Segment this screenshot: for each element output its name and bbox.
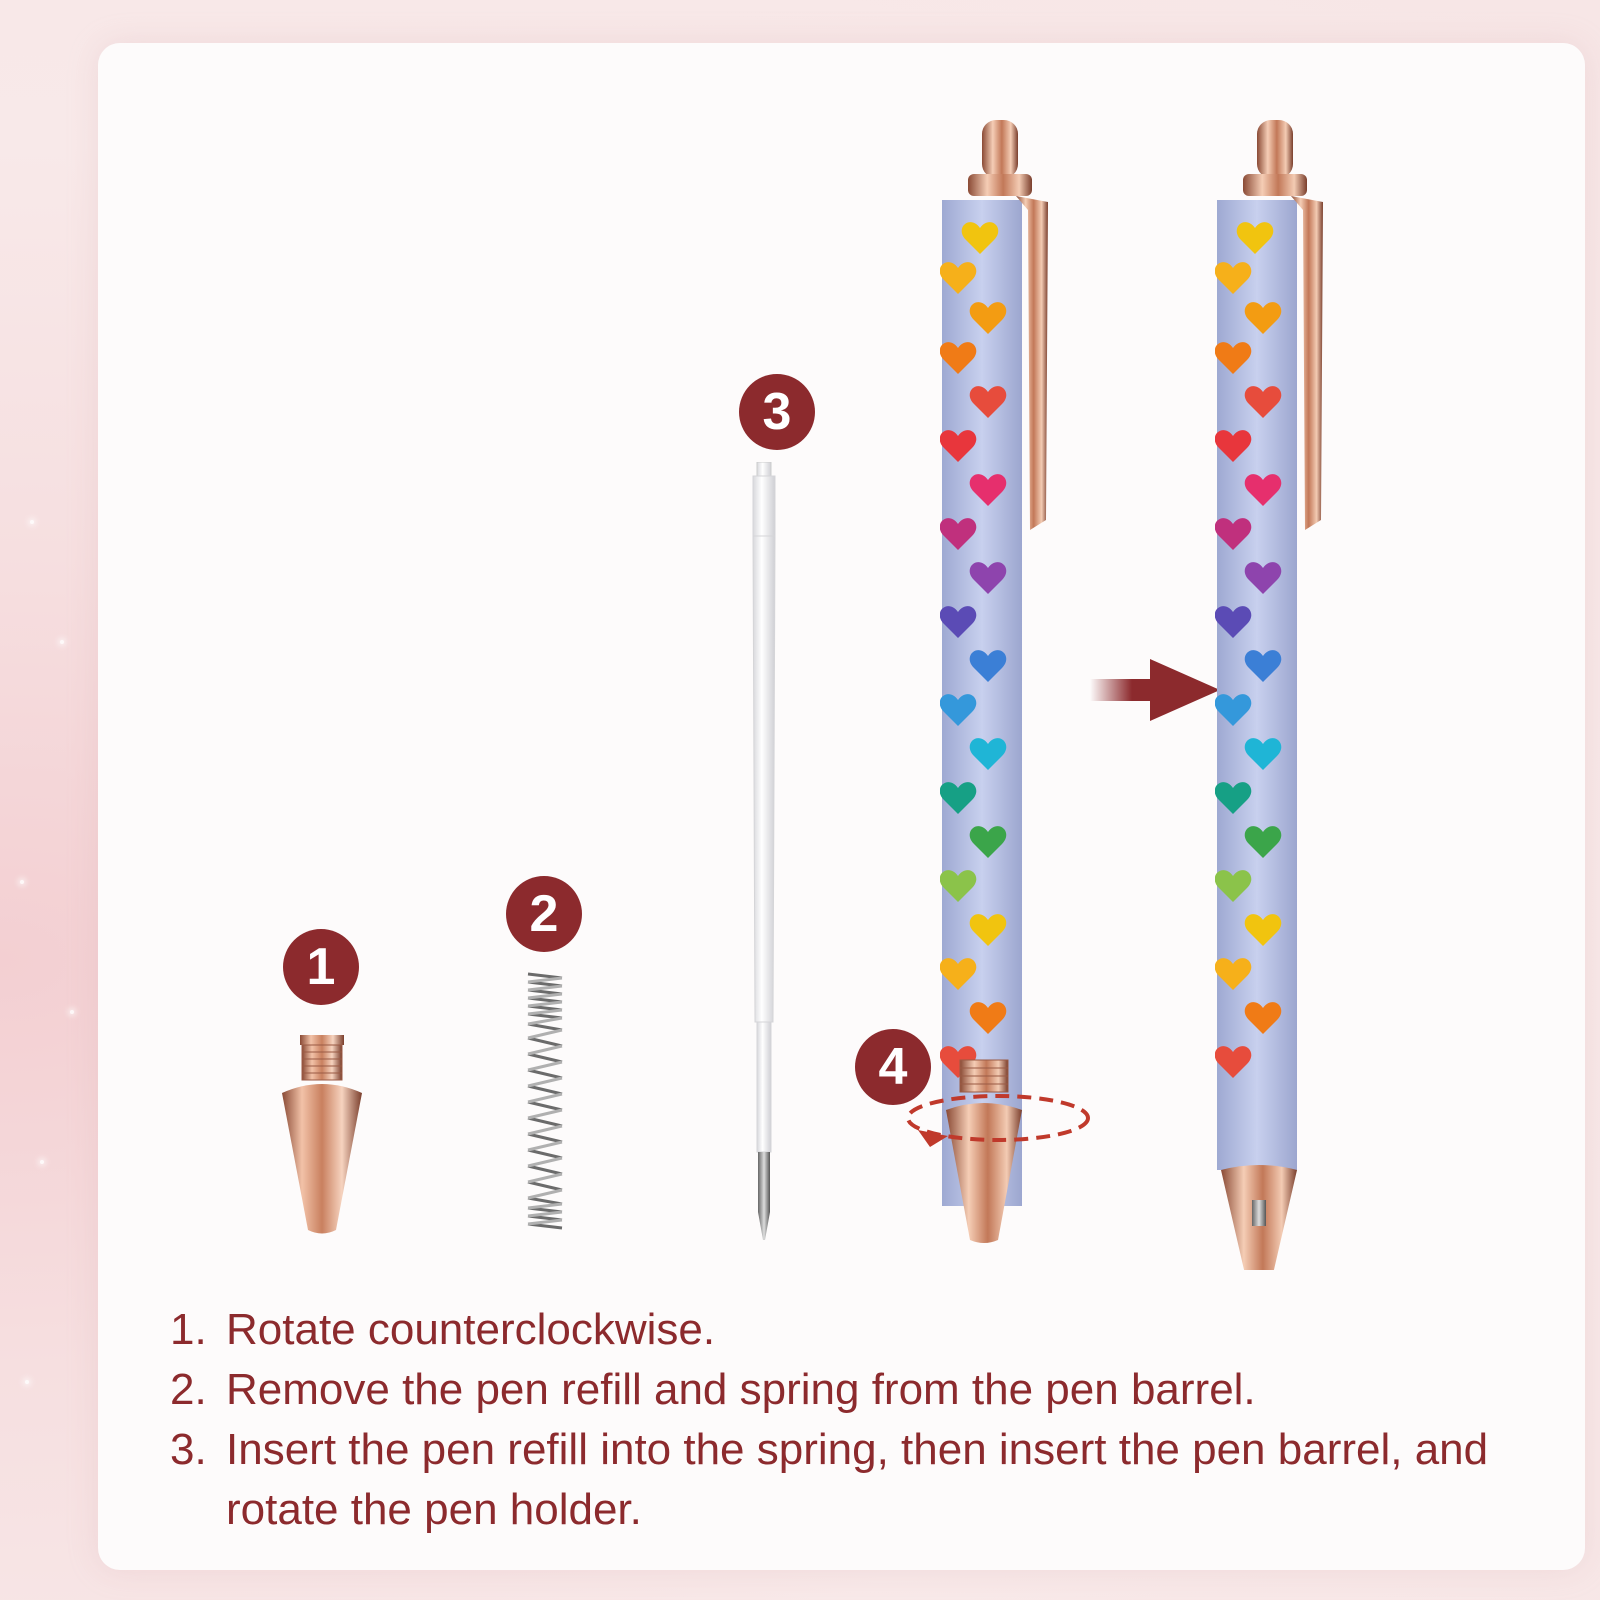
instruction-number: 3. xyxy=(170,1425,207,1474)
pen-assembled-image xyxy=(1215,120,1323,1270)
step-badge-2: 2 xyxy=(506,876,582,952)
pen-refill-image xyxy=(752,462,776,1240)
step-badge-3: 3 xyxy=(739,374,815,450)
instruction-text: Insert the pen refill into the spring, t… xyxy=(226,1425,1489,1534)
sparkle-decoration xyxy=(25,1380,29,1384)
step-badge-4: 4 xyxy=(855,1029,931,1105)
sparkle-decoration xyxy=(20,880,24,884)
instruction-item: 2. Remove the pen refill and spring from… xyxy=(170,1360,1550,1420)
instruction-text: Remove the pen refill and spring from th… xyxy=(226,1365,1256,1414)
arrow-right-icon xyxy=(1090,659,1220,721)
instruction-list: 1. Rotate counterclockwise. 2. Remove th… xyxy=(170,1300,1550,1540)
sparkle-decoration xyxy=(40,1160,44,1164)
rotate-arrow-icon xyxy=(906,1094,1090,1147)
pen-disassembled-image xyxy=(940,120,1048,1243)
sparkle-decoration xyxy=(70,1010,74,1014)
pen-tip-image xyxy=(282,1035,362,1234)
instruction-item: 1. Rotate counterclockwise. xyxy=(170,1300,1550,1360)
instruction-item: 3. Insert the pen refill into the spring… xyxy=(170,1420,1550,1540)
instruction-text: Rotate counterclockwise. xyxy=(226,1305,716,1354)
instruction-card xyxy=(98,43,1585,1570)
step-badge-1: 1 xyxy=(283,929,359,1005)
spring-image xyxy=(527,972,563,1230)
sparkle-decoration xyxy=(60,640,64,644)
instruction-number: 2. xyxy=(170,1365,207,1414)
sparkle-decoration xyxy=(30,520,34,524)
instruction-number: 1. xyxy=(170,1305,207,1354)
